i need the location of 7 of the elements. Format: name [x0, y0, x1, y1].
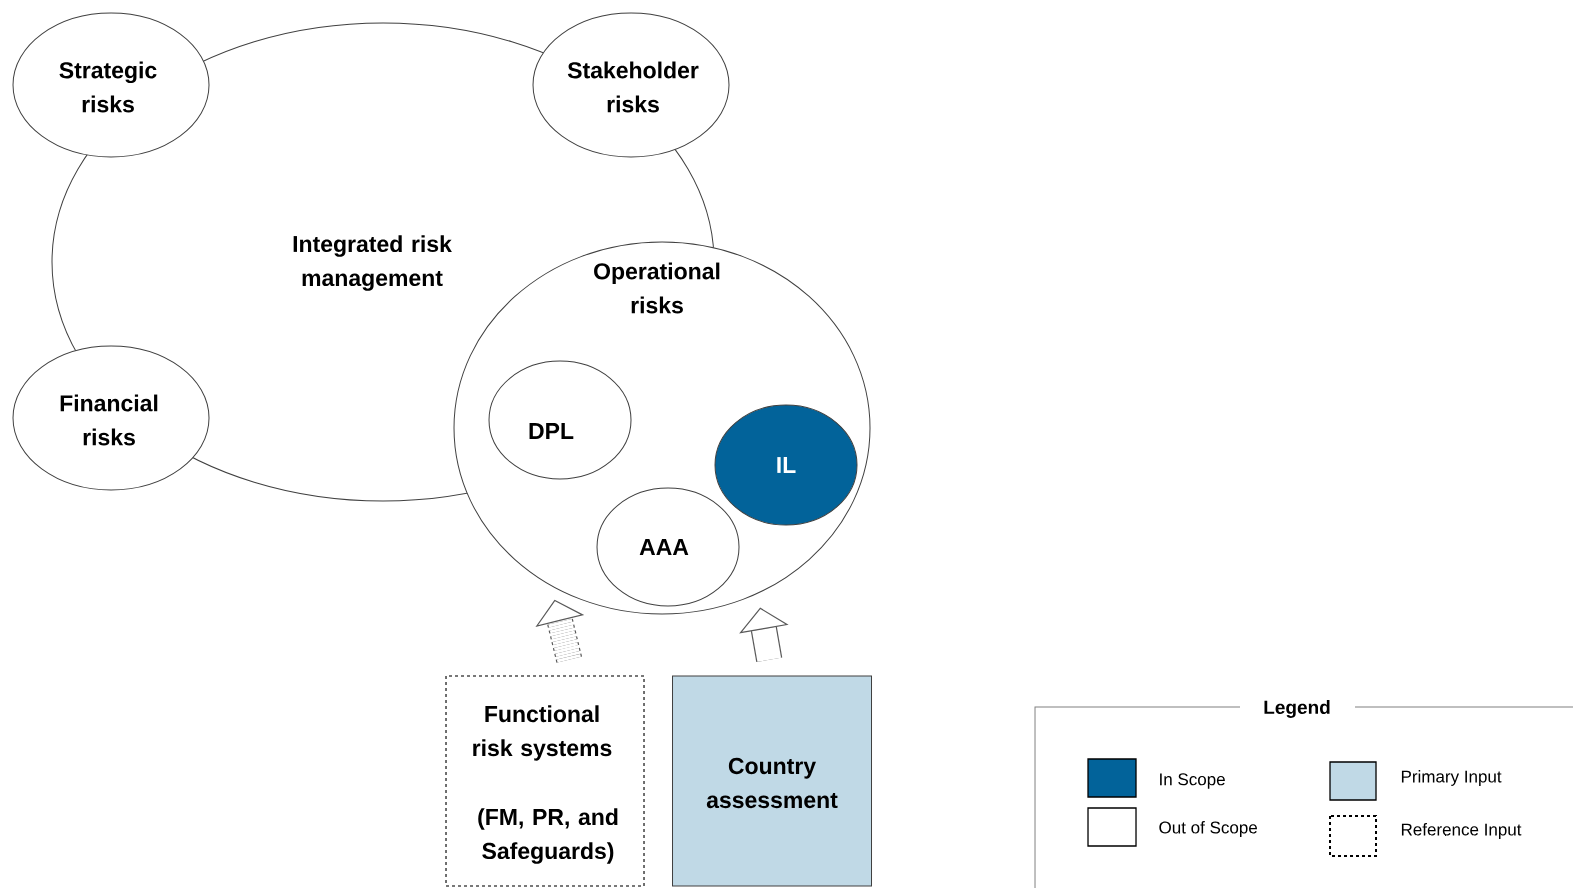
legend-label: In Scope [1160, 773, 1225, 789]
legend-label: Out of Scope [1159, 821, 1257, 837]
legend-label: Reference Input [1401, 823, 1522, 839]
legend-title: Legend [1264, 700, 1330, 718]
input-box: Functional risk systems (FM, PR, and Safeguards) [445, 675, 645, 887]
legend-label: Primary Input [1401, 770, 1502, 786]
input-box: Country assessment [672, 675, 872, 887]
